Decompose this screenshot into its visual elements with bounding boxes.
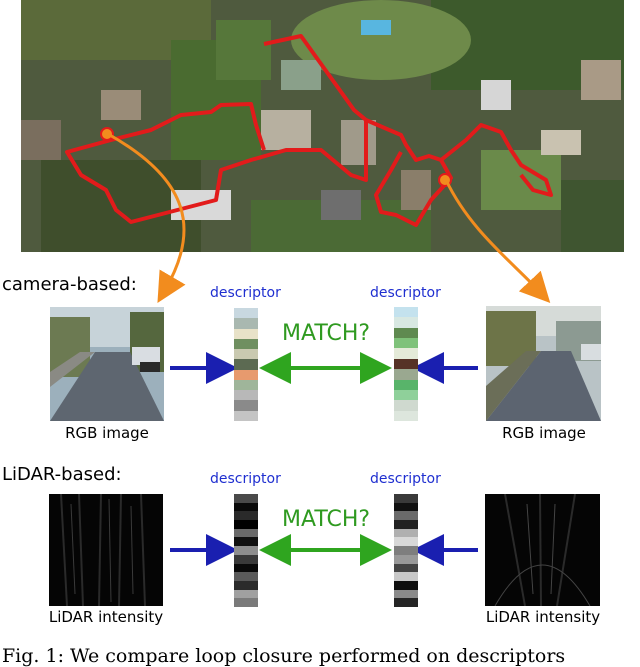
rgb-image-left (50, 307, 164, 421)
descriptor-cell (394, 563, 418, 573)
descriptor-cell (234, 528, 258, 538)
descriptor-cell (394, 379, 418, 390)
descriptor-cell (234, 546, 258, 555)
descriptor-cell (394, 338, 418, 349)
lidar-intensity-left (49, 494, 163, 606)
descriptor-cell (234, 369, 258, 380)
descriptor-cell (234, 308, 258, 319)
descriptor-label-lidar-right: descriptor (370, 471, 441, 487)
descriptor-strip-lidar-right (394, 494, 418, 607)
descriptor-cell (394, 589, 418, 599)
descriptor-cell (234, 494, 258, 503)
descriptor-cell (394, 546, 418, 555)
descriptor-cell (394, 317, 418, 328)
descriptor-cell (234, 410, 258, 421)
descriptor-cell (394, 348, 418, 359)
descriptor-cell (394, 327, 418, 339)
descriptor-cell (234, 400, 258, 411)
descriptor-cell (394, 410, 418, 421)
descriptor-label-lidar-left: descriptor (210, 471, 281, 487)
descriptor-cell (394, 502, 418, 512)
descriptor-cell (394, 389, 418, 401)
rgb-image-left-caption: RGB image (65, 424, 149, 442)
descriptor-cell (234, 502, 258, 512)
descriptor-cell (234, 338, 258, 350)
descriptor-cell (234, 390, 258, 401)
descriptor-strip-camera-right (394, 307, 418, 421)
descriptor-cell (394, 511, 418, 521)
match-text-lidar: MATCH? (282, 507, 371, 532)
descriptor-cell (234, 572, 258, 581)
descriptor-cell (394, 528, 418, 538)
descriptor-cell (394, 572, 418, 581)
descriptor-cell (394, 554, 418, 564)
descriptor-cell (234, 379, 258, 391)
descriptor-cell (394, 580, 418, 590)
descriptor-cell (394, 494, 418, 503)
descriptor-cell (234, 318, 258, 329)
descriptor-cell (234, 537, 258, 547)
descriptor-cell (394, 358, 418, 370)
orange-arrow-left (107, 132, 186, 303)
lidar-based-label: LiDAR-based: (2, 464, 122, 485)
descriptor-cell (234, 349, 258, 360)
descriptor-cell (234, 328, 258, 339)
match-text-camera: MATCH? (282, 321, 371, 346)
descriptor-cell (234, 511, 258, 521)
descriptor-cell (234, 598, 258, 607)
aerial-map (21, 0, 624, 252)
lidar-intensity-right (485, 494, 600, 606)
descriptor-cell (394, 520, 418, 529)
descriptor-cell (394, 537, 418, 547)
rgb-image-right (486, 306, 601, 421)
descriptor-label-camera-left: descriptor (210, 285, 281, 301)
descriptor-strip-lidar-left (234, 494, 258, 607)
descriptor-cell (234, 589, 258, 599)
descriptor-cell (234, 563, 258, 573)
descriptor-cell (394, 307, 418, 318)
descriptor-cell (234, 520, 258, 529)
rgb-image-right-caption: RGB image (502, 424, 586, 442)
aerial-map-image (21, 0, 624, 252)
orange-arrow-right (444, 179, 551, 303)
lidar-intensity-right-caption: LiDAR intensity (485, 608, 601, 626)
descriptor-cell (394, 369, 418, 380)
descriptor-label-camera-right: descriptor (370, 285, 441, 301)
descriptor-cell (394, 598, 418, 607)
descriptor-cell (234, 554, 258, 564)
figure-caption: Fig. 1: We compare loop closure performe… (2, 645, 566, 667)
descriptor-strip-camera-left (234, 308, 258, 421)
descriptor-cell (234, 359, 258, 370)
descriptor-cell (234, 580, 258, 590)
descriptor-cell (394, 400, 418, 411)
camera-based-label: camera-based: (2, 274, 137, 295)
lidar-intensity-left-caption: LiDAR intensity (48, 608, 164, 626)
